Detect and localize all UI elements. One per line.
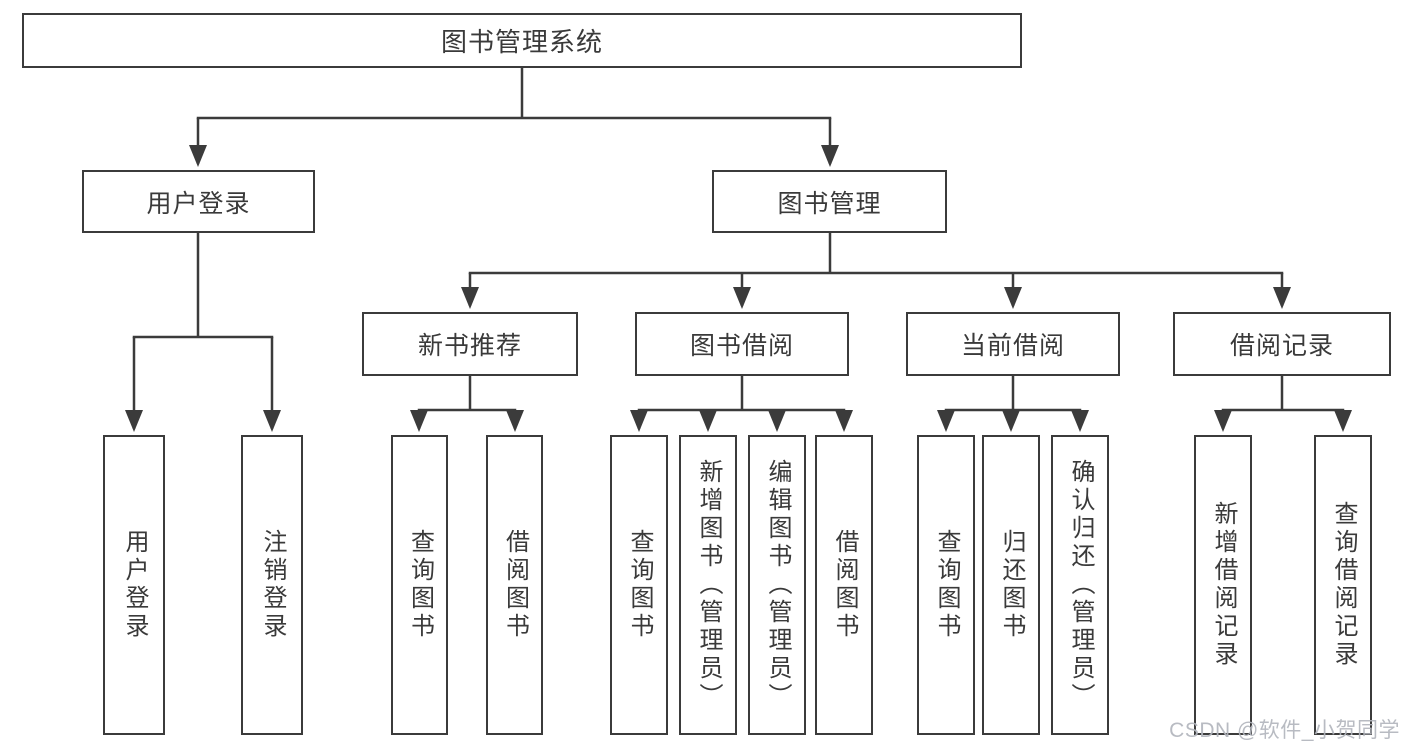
- node-leaf-borrow-books-1: 借阅图书: [486, 435, 543, 735]
- node-new-book-recommend: 新书推荐: [362, 312, 578, 376]
- node-label: 借阅图书: [831, 529, 858, 641]
- connector-root-trunk: [196, 68, 832, 120]
- node-label: 新书推荐: [417, 332, 522, 360]
- node-leaf-user-login: 用户登录: [103, 435, 165, 735]
- connector-new-book-trunk: [417, 376, 517, 412]
- node-leaf-query-books-1: 查询图书: [391, 435, 448, 735]
- csdn-watermark: CSDN @软件_小贺同学: [1169, 719, 1400, 742]
- node-label: 当前借阅: [960, 332, 1065, 360]
- node-leaf-query-books-2: 查询图书: [610, 435, 668, 735]
- node-leaf-query-borrow-record: 查询借阅记录: [1314, 435, 1372, 735]
- node-label: 图书管理: [777, 189, 882, 218]
- node-label: 图书管理系统: [440, 27, 603, 57]
- connector-current-borrow-trunk: [944, 376, 1082, 412]
- node-library-management-system: 图书管理系统: [22, 13, 1022, 68]
- connector-records-trunk: [1221, 376, 1345, 412]
- node-label: 确认归还（管理员）: [1067, 459, 1094, 711]
- node-label: 用户登录: [146, 189, 251, 218]
- node-label: 查询图书: [626, 529, 653, 641]
- node-leaf-confirm-return-admin: 确认归还（管理员）: [1051, 435, 1109, 735]
- node-book-management: 图书管理: [712, 170, 947, 233]
- node-label: 借阅记录: [1229, 332, 1334, 360]
- node-label: 新增图书（管理员）: [695, 459, 722, 711]
- connector-book-borrow-trunk: [637, 376, 846, 412]
- node-label: 查询图书: [933, 529, 960, 641]
- node-label: 查询借阅记录: [1330, 501, 1357, 669]
- node-current-borrowing: 当前借阅: [906, 312, 1120, 376]
- node-leaf-add-borrow-record: 新增借阅记录: [1194, 435, 1252, 735]
- node-borrowing-records: 借阅记录: [1173, 312, 1391, 376]
- node-leaf-borrow-books-2: 借阅图书: [815, 435, 873, 735]
- node-book-borrowing: 图书借阅: [635, 312, 849, 376]
- node-label: 查询图书: [406, 529, 434, 641]
- node-label: 借阅图书: [501, 529, 529, 641]
- node-label: 编辑图书（管理员）: [764, 459, 791, 711]
- node-label: 图书借阅: [689, 332, 794, 360]
- node-leaf-query-books-3: 查询图书: [917, 435, 975, 735]
- node-label: 注销登录: [259, 529, 286, 641]
- node-label: 用户登录: [121, 529, 148, 641]
- node-label: 新增借阅记录: [1210, 501, 1237, 669]
- connector-book-mgmt-trunk: [468, 233, 1284, 275]
- node-leaf-add-book-admin: 新增图书（管理员）: [679, 435, 737, 735]
- connector-user-login-trunk: [132, 233, 274, 339]
- node-leaf-edit-book-admin: 编辑图书（管理员）: [748, 435, 806, 735]
- node-leaf-return-book: 归还图书: [982, 435, 1040, 735]
- node-label: 归还图书: [998, 529, 1025, 641]
- node-leaf-logout: 注销登录: [241, 435, 303, 735]
- node-user-login: 用户登录: [82, 170, 315, 233]
